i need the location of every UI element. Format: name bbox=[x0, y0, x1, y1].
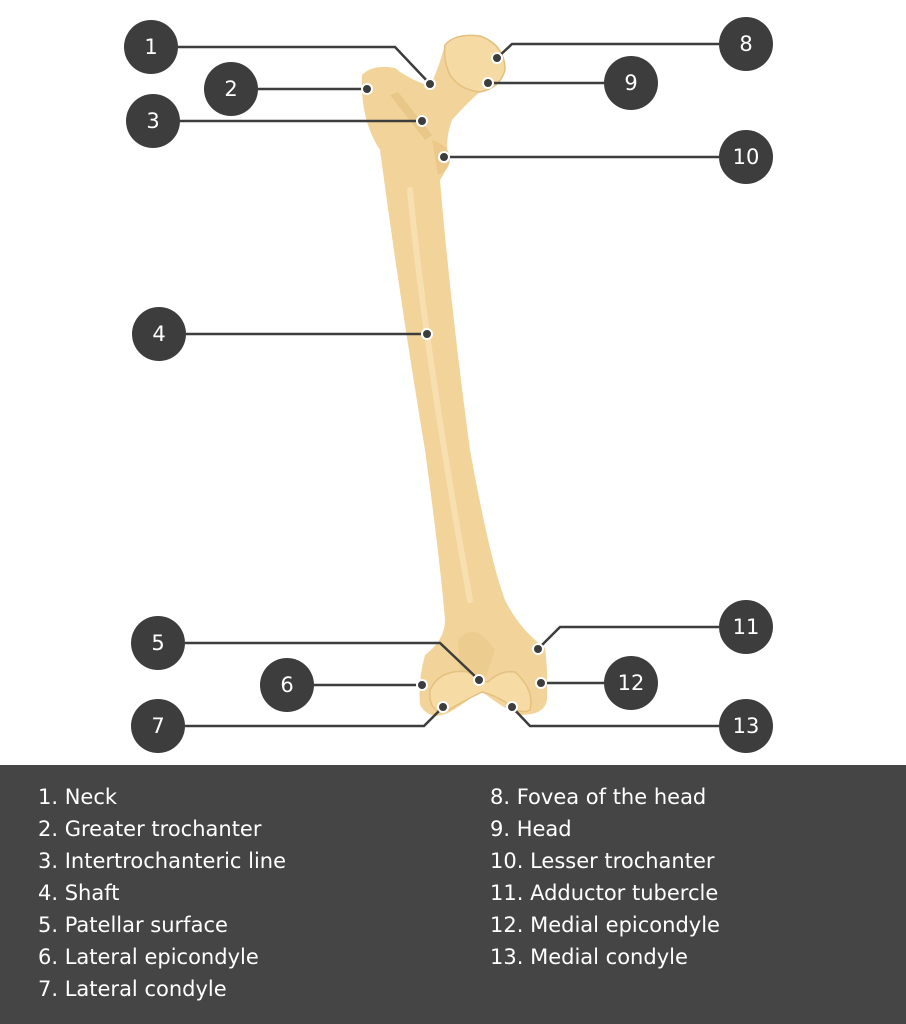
legend-panel: 1. Neck 2. Greater trochanter 3. Intertr… bbox=[0, 765, 906, 1024]
legend-left-column: 1. Neck 2. Greater trochanter 3. Intertr… bbox=[38, 781, 286, 1005]
svg-text:9: 9 bbox=[624, 71, 637, 95]
marker-1: 1 bbox=[124, 20, 178, 74]
legend-item: 5. Patellar surface bbox=[38, 913, 228, 937]
svg-text:7: 7 bbox=[151, 714, 164, 738]
marker-13: 13 bbox=[719, 699, 773, 753]
svg-text:12: 12 bbox=[618, 671, 645, 695]
svg-text:3: 3 bbox=[146, 109, 159, 133]
legend-item: 8. Fovea of the head bbox=[490, 785, 707, 809]
marker-12: 12 bbox=[604, 656, 658, 710]
marker-11: 11 bbox=[719, 600, 773, 654]
legend-item: 2. Greater trochanter bbox=[38, 817, 262, 841]
legend-item: 1. Neck bbox=[38, 785, 118, 809]
marker-6: 6 bbox=[260, 658, 314, 712]
marker-2: 2 bbox=[204, 62, 258, 116]
marker-8: 8 bbox=[719, 17, 773, 71]
legend-item: 7. Lateral condyle bbox=[38, 977, 227, 1001]
svg-text:13: 13 bbox=[733, 714, 760, 738]
legend-item: 6. Lateral epicondyle bbox=[38, 945, 259, 969]
marker-5: 5 bbox=[131, 616, 185, 670]
marker-4: 4 bbox=[132, 307, 186, 361]
svg-text:8: 8 bbox=[739, 32, 752, 56]
marker-3: 3 bbox=[126, 94, 180, 148]
marker-10: 10 bbox=[719, 130, 773, 184]
legend-right-column: 8. Fovea of the head 9. Head 10. Lesser … bbox=[490, 781, 720, 973]
anchor-dots bbox=[361, 52, 547, 713]
leader-lines bbox=[178, 42, 719, 728]
legend-item: 11. Adductor tubercle bbox=[490, 881, 719, 905]
svg-text:11: 11 bbox=[733, 615, 760, 639]
svg-text:1: 1 bbox=[144, 35, 157, 59]
svg-text:5: 5 bbox=[151, 631, 164, 655]
svg-text:4: 4 bbox=[152, 322, 165, 346]
femur-diagram: 1 2 3 4 5 6 7 8 9 10 11 12 13 bbox=[124, 17, 773, 753]
svg-text:10: 10 bbox=[733, 145, 760, 169]
legend-item: 13. Medial condyle bbox=[490, 945, 688, 969]
svg-text:2: 2 bbox=[224, 77, 237, 101]
legend-item: 10. Lesser trochanter bbox=[490, 849, 715, 873]
legend-item: 12. Medial epicondyle bbox=[490, 913, 720, 937]
marker-9: 9 bbox=[604, 56, 658, 110]
legend-item: 9. Head bbox=[490, 817, 572, 841]
svg-text:6: 6 bbox=[280, 673, 293, 697]
legend-item: 3. Intertrochanteric line bbox=[38, 849, 287, 873]
femur-bone bbox=[361, 34, 548, 716]
legend-item: 4. Shaft bbox=[38, 881, 120, 905]
marker-7: 7 bbox=[131, 699, 185, 753]
